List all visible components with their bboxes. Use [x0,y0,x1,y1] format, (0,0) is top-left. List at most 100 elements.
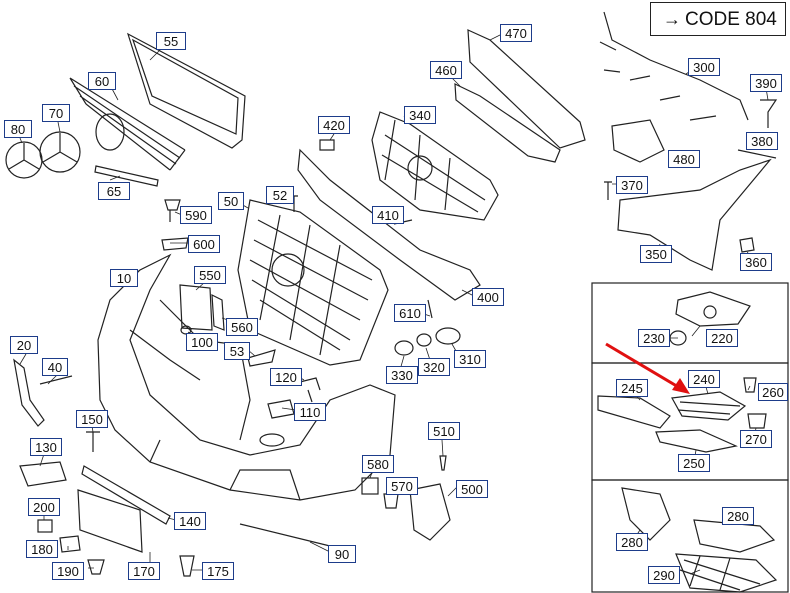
callout-320[interactable]: 320 [418,358,450,376]
bolt-510 [439,455,447,471]
callout-180[interactable]: 180 [26,540,58,558]
callout-600[interactable]: 600 [188,235,220,253]
callout-80[interactable]: 80 [4,120,32,138]
callout-280-left[interactable]: 280 [616,533,648,551]
code-label-box: →CODE 804 [650,2,786,36]
grille-star-ring [95,113,125,151]
callout-70[interactable]: 70 [42,104,70,122]
callout-300[interactable]: 300 [688,58,720,76]
clip-600 [161,237,189,251]
callout-100[interactable]: 100 [186,333,218,351]
grille-insert-240-mesh [677,401,741,415]
callout-410[interactable]: 410 [372,206,404,224]
fog-lamp-opening [259,433,285,447]
callout-580[interactable]: 580 [362,455,394,473]
star-emblem-80 [5,141,43,179]
callout-350[interactable]: 350 [640,245,672,263]
callout-175[interactable]: 175 [202,562,234,580]
bracket-350 [617,158,772,271]
callout-590[interactable]: 590 [180,206,212,224]
code-label: CODE 804 [685,9,777,30]
callout-10[interactable]: 10 [110,269,138,287]
reinforcement-470 [467,29,586,149]
callout-250[interactable]: 250 [678,454,710,472]
callout-340[interactable]: 340 [404,106,436,124]
callout-500[interactable]: 500 [456,480,488,498]
star-emblem-70-star [42,133,78,163]
callout-470[interactable]: 470 [500,24,532,42]
callout-400[interactable]: 400 [472,288,504,306]
callout-380[interactable]: 380 [746,132,778,150]
callout-220[interactable]: 220 [706,329,738,347]
clip-390 [760,99,778,128]
mesh-290-pattern [679,555,761,591]
bolt-150 [86,431,100,452]
bracket-560 [211,293,225,331]
inset-frame-top [591,282,789,364]
callout-290[interactable]: 290 [648,566,680,584]
bracket-280-left [621,487,671,541]
radiator-grille-50-mesh [249,214,373,356]
callout-570[interactable]: 570 [386,477,418,495]
grille-340-star-ring [407,155,433,181]
clip-270 [747,413,767,429]
callout-20[interactable]: 20 [10,336,38,354]
star-emblem-80-star [8,143,40,170]
callout-550[interactable]: 550 [194,266,226,284]
callout-560[interactable]: 560 [226,318,258,336]
callout-230[interactable]: 230 [638,329,670,347]
callout-360[interactable]: 360 [740,253,772,271]
callout-65[interactable]: 65 [98,182,130,200]
clip-570 [383,493,399,509]
callout-270[interactable]: 270 [740,430,772,448]
callout-370[interactable]: 370 [616,176,648,194]
screw-260 [743,377,757,393]
callout-150[interactable]: 150 [76,410,108,428]
callout-120[interactable]: 120 [270,368,302,386]
screw-190 [87,559,105,575]
callout-140[interactable]: 140 [174,512,206,530]
callout-240[interactable]: 240 [688,370,720,388]
callout-480[interactable]: 480 [668,150,700,168]
bracket-500 [409,483,451,541]
callout-280-right[interactable]: 280 [722,507,754,525]
callout-200[interactable]: 200 [28,498,60,516]
callout-110[interactable]: 110 [294,403,326,421]
grille-insert-220 [675,291,751,327]
callout-420[interactable]: 420 [318,116,350,134]
callout-390[interactable]: 390 [750,74,782,92]
bracket-480 [611,119,665,163]
grille-280-right [693,519,776,553]
callout-60[interactable]: 60 [88,72,116,90]
callout-190[interactable]: 190 [52,562,84,580]
callout-52[interactable]: 52 [266,186,294,204]
screw-590 [164,199,181,222]
nut-200 [37,519,53,533]
absorber-460 [454,83,561,163]
callout-170[interactable]: 170 [128,562,160,580]
plug-420 [319,139,335,151]
callout-460[interactable]: 460 [430,61,462,79]
callout-50[interactable]: 50 [218,192,244,210]
strip-380 [737,149,777,159]
callout-130[interactable]: 130 [30,438,62,456]
trim-245 [597,395,671,429]
callout-55[interactable]: 55 [156,32,186,50]
callout-310[interactable]: 310 [454,350,486,368]
clip-360 [739,237,755,253]
callout-245[interactable]: 245 [616,379,648,397]
right-arrow-icon: → [663,9,681,29]
callout-90[interactable]: 90 [328,545,356,563]
clip-180 [59,535,81,553]
grille-340-mesh [381,119,486,213]
trim-strip-65 [94,165,159,187]
callout-510[interactable]: 510 [428,422,460,440]
callout-330[interactable]: 330 [386,366,418,384]
callout-610[interactable]: 610 [394,304,426,322]
radiator-grille-star-ring [271,253,305,287]
callout-53[interactable]: 53 [224,342,250,360]
callout-260[interactable]: 260 [758,383,788,401]
bolt-370 [604,181,612,200]
grille-insert-240 [671,391,747,421]
callout-40[interactable]: 40 [42,358,68,376]
